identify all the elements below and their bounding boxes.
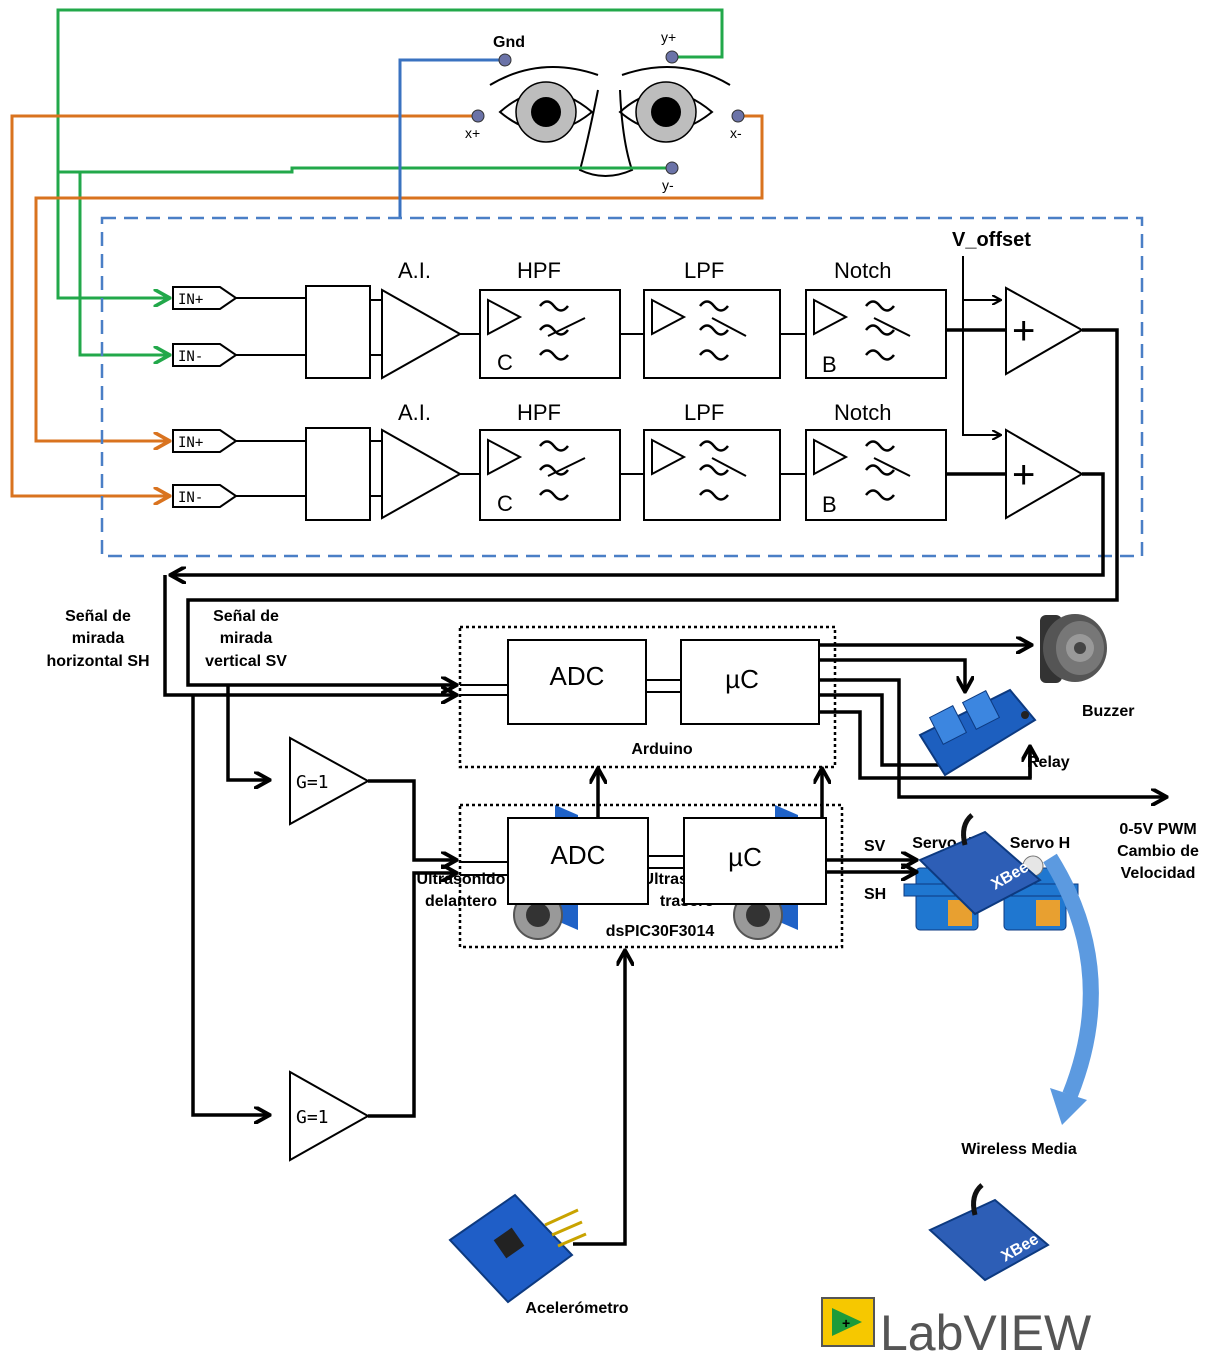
svg-text:Arduino: Arduino bbox=[631, 741, 693, 758]
svg-text:dsPIC30F3014: dsPIC30F3014 bbox=[606, 923, 715, 940]
svg-text:LPF: LPF bbox=[684, 258, 724, 283]
label-accelerometer: Acelerómetro bbox=[525, 1300, 628, 1317]
label-wireless: Wireless Media bbox=[961, 1141, 1077, 1158]
label-servo-h: Servo H bbox=[1010, 835, 1070, 852]
svg-text:+: + bbox=[1012, 453, 1035, 497]
label-sh-3: horizontal SH bbox=[46, 653, 149, 670]
svg-text:IN-: IN- bbox=[178, 349, 203, 365]
wire-sh-buffer bbox=[191, 695, 268, 1115]
channel-1: IN+ IN- A.I. C HPF LPF B Notch + bbox=[172, 258, 1085, 380]
label-pwm-2: Cambio de bbox=[1117, 843, 1199, 860]
accelerometer-icon bbox=[448, 1193, 587, 1304]
label-sv-3: vertical SV bbox=[205, 653, 287, 670]
xbee-receiver-icon: XBee bbox=[928, 1183, 1050, 1282]
label-v-offset: V_offset bbox=[952, 229, 1031, 251]
svg-text:ADC: ADC bbox=[550, 661, 605, 691]
dspic-block: ADC µC dsPIC30F3014 bbox=[458, 803, 844, 949]
label-sv-1: Señal de bbox=[213, 608, 279, 625]
relay-icon bbox=[918, 688, 1037, 777]
svg-text:HPF: HPF bbox=[517, 400, 561, 425]
svg-text:IN-: IN- bbox=[178, 490, 203, 506]
label-sv-2: mirada bbox=[220, 630, 273, 647]
label-gnd: Gnd bbox=[493, 34, 525, 51]
wire-sv-buffer bbox=[226, 685, 268, 780]
svg-text:G=1: G=1 bbox=[296, 772, 329, 793]
label-y-minus: y- bbox=[662, 177, 674, 193]
svg-text:Notch: Notch bbox=[834, 258, 891, 283]
label-sh-2: mirada bbox=[72, 630, 125, 647]
svg-text:HPF: HPF bbox=[517, 258, 561, 283]
label-sh-1: Señal de bbox=[65, 608, 131, 625]
buzzer-icon bbox=[1040, 614, 1107, 683]
electrode-wires bbox=[10, 8, 764, 496]
svg-text:LabVIEW: LabVIEW bbox=[880, 1305, 1092, 1354]
svg-text:C: C bbox=[497, 491, 513, 516]
wire-sh-top bbox=[172, 472, 1105, 575]
wire-sh bbox=[163, 575, 455, 695]
svg-text:A.I.: A.I. bbox=[398, 258, 431, 283]
buffer-sv: G=1 bbox=[289, 736, 371, 826]
svg-text:ADC: ADC bbox=[551, 840, 606, 870]
wire-pwm bbox=[819, 678, 1165, 797]
xbee-transmitter-icon: XBee bbox=[918, 813, 1042, 916]
wire-sv bbox=[186, 328, 1119, 685]
svg-text:+: + bbox=[842, 1315, 850, 1331]
v-offset-wire bbox=[962, 256, 1000, 435]
svg-text:IN+: IN+ bbox=[178, 435, 203, 451]
wire-buffer-sh-out bbox=[368, 873, 455, 1118]
label-x-plus: x+ bbox=[465, 125, 480, 141]
svg-text:+: + bbox=[1012, 309, 1035, 353]
svg-text:B: B bbox=[822, 352, 837, 377]
svg-text:C: C bbox=[497, 350, 513, 375]
svg-text:µC: µC bbox=[728, 842, 762, 872]
svg-text:µC: µC bbox=[725, 664, 759, 694]
electrode-pads bbox=[471, 50, 745, 175]
svg-text:A.I.: A.I. bbox=[398, 400, 431, 425]
svg-text:B: B bbox=[822, 492, 837, 517]
svg-text:IN+: IN+ bbox=[178, 292, 203, 308]
svg-text:G=1: G=1 bbox=[296, 1107, 329, 1128]
label-relay: Relay bbox=[1027, 754, 1070, 771]
label-pwm-1: 0-5V PWM bbox=[1119, 821, 1196, 838]
svg-text:LPF: LPF bbox=[684, 400, 724, 425]
face-eyes bbox=[489, 66, 731, 177]
label-sv-out: SV bbox=[864, 838, 886, 855]
label-x-minus: x- bbox=[730, 125, 742, 141]
label-buzzer: Buzzer bbox=[1082, 703, 1134, 720]
label-pwm-3: Velocidad bbox=[1121, 865, 1196, 882]
frontend-dashed-box bbox=[100, 216, 1144, 558]
label-sh-out: SH bbox=[864, 886, 886, 903]
arduino-block: ADC µC Arduino bbox=[458, 625, 837, 769]
buffer-sh: G=1 bbox=[289, 1070, 371, 1162]
wire-relay bbox=[819, 658, 965, 690]
label-us-front-2: delantero bbox=[425, 893, 497, 910]
svg-text:Notch: Notch bbox=[834, 400, 891, 425]
label-y-plus: y+ bbox=[661, 29, 676, 45]
channel-2: IN+ IN- A.I. C HPF LPF B Notch + bbox=[172, 400, 1084, 521]
labview-logo: + LabVIEW bbox=[821, 1297, 1092, 1354]
wire-buffer-sv-out bbox=[368, 779, 455, 860]
wireless-arrow bbox=[1043, 853, 1099, 1098]
wire-accelerometer bbox=[573, 952, 625, 1246]
